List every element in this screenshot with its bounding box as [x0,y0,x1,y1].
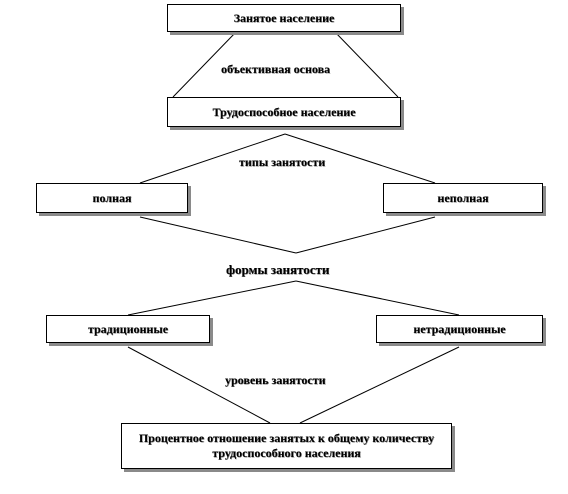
box-label: неполная [437,190,489,205]
connector-line [334,31,399,98]
box-employment-percentage: Процентное отношение занятых к общему ко… [121,423,452,469]
connector-line [172,31,237,98]
label-employment-level: уровень занятости [225,373,326,387]
box-label: нетрадиционные [413,321,506,336]
box-label: Процентное отношение занятых к общему ко… [138,431,435,460]
box-employed-population: Занятое население [167,4,401,32]
box-traditional-forms: традиционные [46,315,210,343]
connector-line [284,133,436,184]
box-label: традиционные [87,321,169,336]
box-label: полная [92,190,132,205]
connector-line [299,346,460,424]
box-label: Трудоспособное население [212,104,356,119]
box-able-bodied-population: Трудоспособное население [167,97,401,127]
label-employment-forms: формы занятости [226,262,330,277]
box-full-employment: полная [36,183,188,213]
label-objective-basis: объективная основа [221,62,331,76]
connector-line [139,216,297,254]
box-partial-employment: неполная [383,183,543,213]
box-nontraditional-forms: нетрадиционные [376,315,543,343]
connector-line [295,216,436,254]
connector-line [127,346,271,424]
label-employment-types: типы занятости [239,155,326,169]
box-label: Занятое население [233,10,335,25]
connector-line [127,280,297,316]
connector-line [295,280,460,316]
connector-line [139,133,286,184]
